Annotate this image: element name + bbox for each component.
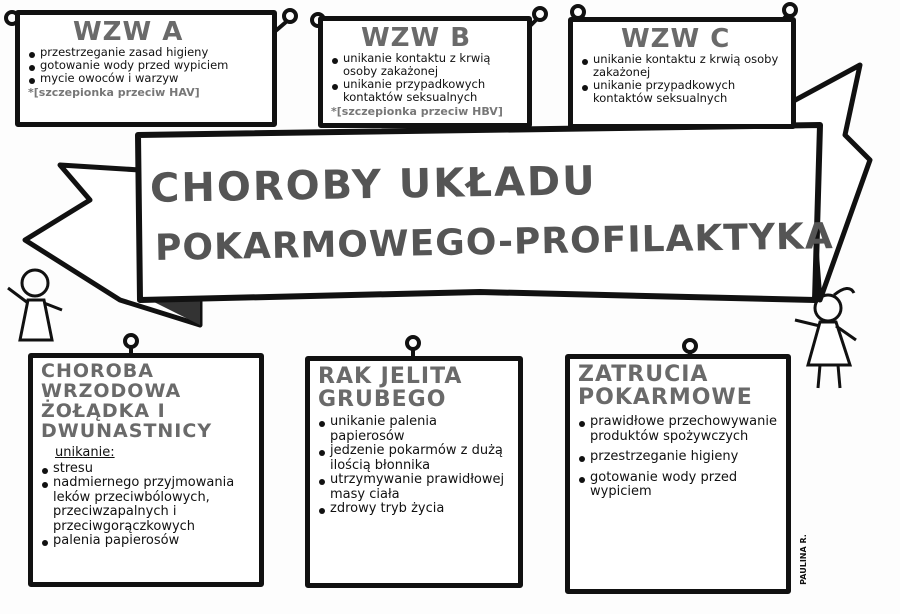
card-title: CHOROBA WRZODOWA ŻOŁĄDKA I DWUNASTNICY	[41, 360, 213, 442]
list-item: unikanie przypadkowych kontaktów seksual…	[581, 79, 783, 105]
vaccine-note: *[szczepionka przeciw HBV]	[331, 104, 503, 118]
list-item: utrzymywanie prawidłowej masy ciała	[318, 473, 510, 502]
list-item: prawidłowe przechowywanie produktów spoż…	[578, 414, 778, 444]
list-item: nadmiernego przyjmowania leków przeciwbó…	[41, 475, 251, 534]
stick-figure-boy-icon	[7, 268, 63, 342]
list-item: mycie owoców i warzyw	[28, 72, 264, 85]
list-item: gotowanie wody przed wypiciem	[28, 59, 264, 72]
list-item: przestrzeganie zasad higieny	[28, 46, 264, 59]
list-item: stresu	[41, 461, 251, 477]
stick-figure-girl-icon	[794, 287, 857, 389]
list-item: unikanie palenia papierosów	[318, 414, 510, 444]
list-item: unikanie kontaktu z krwią osoby zakażone…	[581, 53, 783, 79]
author-signature: PAULINA R.	[798, 534, 808, 585]
card-title: WZW A	[73, 17, 184, 47]
card-wzw-c: WZW C unikanie kontaktu z krwią osoby za…	[568, 17, 796, 129]
list-item: zdrowy tryb życia	[318, 502, 510, 517]
banner-body	[135, 122, 823, 303]
card-title: WZW C	[621, 24, 731, 54]
card-title: RAK JELITA GRUBEGO	[318, 364, 463, 413]
list-item: jedzenie pokarmów z dużą ilością błonnik…	[318, 443, 510, 473]
card-wzw-a: WZW A przestrzeganie zasad higieny gotow…	[15, 10, 277, 127]
banner-title-line1: CHOROBY UKŁADU	[149, 158, 598, 212]
list-item: palenia papierosów	[41, 534, 251, 549]
list-item: gotowanie wody przed wypiciem	[578, 470, 778, 500]
list-item: unikanie kontaktu z krwią osoby zakażone…	[331, 52, 519, 78]
vaccine-note: *[szczepionka przeciw HAV]	[28, 85, 200, 99]
card-wzw-b: WZW B unikanie kontaktu z krwią osoby za…	[318, 16, 532, 128]
list-item: przestrzeganie higieny	[578, 450, 778, 465]
card-food-poisoning: ZATRUCIA POKARMOWE prawidłowe przechowyw…	[565, 354, 791, 594]
card-title: WZW B	[361, 23, 472, 53]
card-peptic-ulcer: CHOROBA WRZODOWA ŻOŁĄDKA I DWUNASTNICY u…	[28, 353, 264, 587]
card-colon-cancer: RAK JELITA GRUBEGO unikanie palenia papi…	[305, 356, 523, 588]
card-title: ZATRUCIA POKARMOWE	[578, 362, 753, 411]
list-item: unikanie przypadkowych kontaktów seksual…	[331, 78, 519, 104]
card-subtitle: unikanie:	[55, 444, 115, 460]
